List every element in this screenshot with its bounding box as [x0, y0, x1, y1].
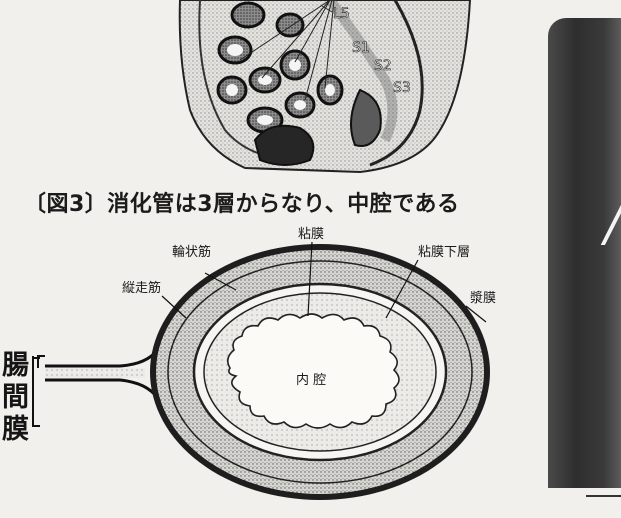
vertebra-label-s2: S2	[374, 58, 392, 74]
vertebra-label-l5: L5	[333, 6, 350, 22]
gi-tract-cross-section: 粘膜 輪状筋 粘膜下層 縦走筋 漿膜 内 腔	[0, 218, 621, 518]
mucosa-label: 粘膜	[298, 227, 324, 242]
mesentery-label: 腸 間 膜	[2, 350, 34, 446]
pelvis-illustration: L5 S1 S2 S3	[0, 0, 621, 180]
lumen-label: 内 腔	[296, 372, 326, 388]
mesentery-char-2: 間	[2, 382, 34, 414]
lumen	[228, 314, 399, 428]
bladder	[255, 126, 313, 165]
vertebra-label-s1: S1	[352, 40, 370, 56]
serosa-label: 漿膜	[470, 291, 496, 306]
longitudinal-muscle-label: 縦走筋	[122, 280, 161, 296]
circular-muscle-label: 輪状筋	[172, 244, 211, 260]
mesentery-char-3: 膜	[2, 414, 34, 446]
vertebra-label-s3: S3	[393, 80, 411, 96]
mesentery-stalk-fill	[45, 368, 145, 378]
bottom-rule	[586, 495, 621, 497]
mesentery-char-1: 腸	[2, 350, 34, 382]
submucosa-label: 粘膜下層	[418, 245, 470, 260]
figure3-caption: 〔図3〕消化管は3層からなり、中腔である	[24, 186, 460, 218]
